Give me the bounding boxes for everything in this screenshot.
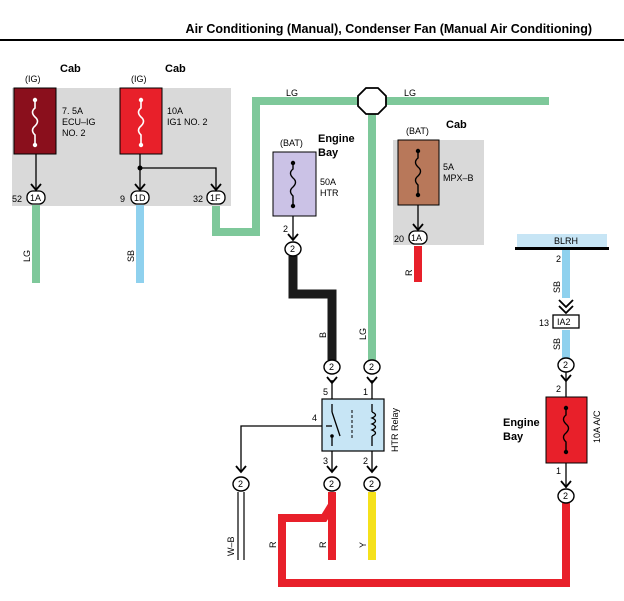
- label-ac-pin-top: 2: [556, 384, 561, 394]
- label-name-mpx: MPX–B: [443, 173, 474, 183]
- label-wire-sb-ig1: SB: [126, 250, 136, 262]
- diagram-title: Air Conditioning (Manual), Condenser Fan…: [185, 22, 592, 36]
- label-bay-htr: Bay: [318, 147, 339, 159]
- label-wire-lg-relay: LG: [358, 328, 368, 340]
- label-relay-conn-br: 2: [369, 479, 374, 489]
- label-conn-1f: 1F: [210, 193, 221, 203]
- label-ig-ig1: (IG): [131, 74, 147, 84]
- label-ac-conn-top: 2: [563, 360, 568, 370]
- label-name-htr: HTR: [320, 188, 339, 198]
- label-pin-13: 13: [539, 318, 549, 328]
- wire-r-loop: [278, 494, 570, 587]
- label-pin-32: 32: [193, 194, 203, 204]
- label-engine-htr: Engine: [318, 133, 355, 145]
- splice-junction: [357, 87, 387, 115]
- htr-relay: [232, 359, 385, 492]
- label-name-ecu-1: ECU–IG: [62, 117, 96, 127]
- label-name-ecu-2: NO. 2: [62, 128, 86, 138]
- label-bat-htr: (BAT): [280, 138, 303, 148]
- fuse-ac: [545, 357, 588, 504]
- label-conn-mpx: 1A: [411, 233, 422, 243]
- label-relay-pin1: 1: [363, 387, 368, 397]
- label-sb-2: SB: [552, 338, 562, 350]
- label-wire-wb: W–B: [226, 536, 236, 556]
- wire-lg-1f: [212, 97, 360, 236]
- label-cab-mpx: Cab: [446, 119, 467, 131]
- label-blrh-sb: SB: [552, 281, 562, 293]
- label-bat-mpx: (BAT): [406, 126, 429, 136]
- wire-relay-pin4: [240, 425, 323, 472]
- label-engine-ac: Engine: [503, 417, 540, 429]
- label-relay-pin3: 3: [323, 456, 328, 466]
- label-name-ig1: IG1 NO. 2: [167, 117, 208, 127]
- label-wire-r-loop: R: [268, 541, 278, 548]
- label-ac-conn-bottom: 2: [563, 491, 568, 501]
- blrh-box: [517, 234, 607, 247]
- blrh-bar: [515, 247, 609, 250]
- label-cab-ig1: Cab: [165, 63, 186, 75]
- label-ac-pin-bottom: 1: [556, 466, 561, 476]
- label-bus-lg-right: LG: [404, 88, 416, 98]
- label-rating-htr: 50A: [320, 177, 336, 187]
- label-wire-y: Y: [358, 542, 368, 548]
- label-pin-52: 52: [12, 194, 22, 204]
- label-conn-htr: 2: [290, 244, 295, 254]
- title-rule: [0, 39, 624, 41]
- label-conn-1a: 1A: [30, 193, 41, 203]
- label-pin-htr: 2: [283, 224, 288, 234]
- label-relay-pin2: 2: [363, 456, 368, 466]
- label-relay-pin5: 5: [323, 387, 328, 397]
- fuse-mpx: [397, 139, 440, 245]
- label-bay-ac: Bay: [503, 431, 524, 443]
- label-rating-mpx: 5A: [443, 162, 454, 172]
- label-cab-ecu: Cab: [60, 63, 81, 75]
- label-relay-conn-gnd: 2: [238, 479, 243, 489]
- label-ig-ecu: (IG): [25, 74, 41, 84]
- label-rating-ecu: 7. 5A: [62, 106, 83, 116]
- label-wire-r-mpx: R: [404, 269, 414, 276]
- label-rating-ig1: 10A: [167, 106, 183, 116]
- label-wire-b: B: [318, 332, 328, 338]
- wire-b-htr: [288, 256, 337, 360]
- fuse-ecu-ig: [13, 87, 57, 205]
- label-relay-name: HTR Relay: [390, 407, 400, 452]
- label-wire-r-out: R: [318, 541, 328, 548]
- label-relay-conn-bl: 2: [329, 479, 334, 489]
- label-bus-lg-left: LG: [286, 88, 298, 98]
- label-relay-conn-tr: 2: [369, 362, 374, 372]
- fuse-ig1: [119, 87, 226, 205]
- label-pin-20: 20: [394, 234, 404, 244]
- label-wire-lg-ecu: LG: [22, 250, 32, 262]
- fuse-htr: [272, 151, 317, 257]
- label-conn-1d: 1D: [134, 193, 146, 203]
- label-blrh-pin: 2: [556, 254, 561, 264]
- label-pin-9: 9: [120, 194, 125, 204]
- label-blrh: BLRH: [554, 236, 578, 246]
- label-relay-pin4: 4: [312, 413, 317, 423]
- label-relay-conn-tl: 2: [329, 362, 334, 372]
- label-rating-ac: 10A A/C: [592, 410, 602, 443]
- label-conn-ia2: IA2: [557, 317, 571, 327]
- inline-connector-ia2: [552, 299, 580, 329]
